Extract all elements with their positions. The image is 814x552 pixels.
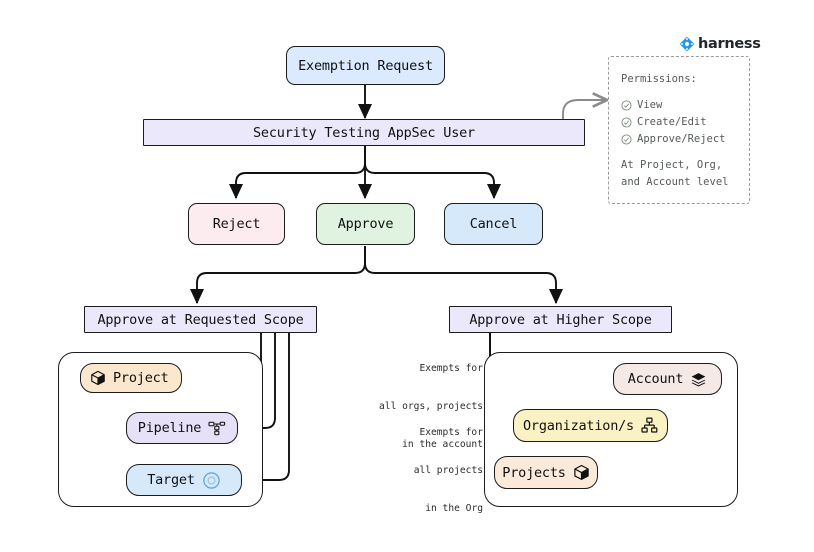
node-label: Approve xyxy=(337,216,394,232)
node-pipeline[interactable]: Pipeline xyxy=(126,412,238,444)
permission-label: Create/Edit xyxy=(637,116,707,128)
check-circle-icon xyxy=(621,117,632,128)
permissions-panel: Permissions: View Create/Edit xyxy=(608,56,750,204)
node-label: Approve at Requested Scope xyxy=(97,311,304,328)
node-label: Target xyxy=(147,472,195,488)
permission-item-approve-reject: Approve/Reject xyxy=(621,131,737,148)
node-label: Organization/s xyxy=(523,417,634,434)
node-label: Projects xyxy=(502,464,566,481)
cube-icon xyxy=(573,464,590,481)
node-exemption-request[interactable]: Exemption Request xyxy=(286,46,445,85)
node-label: Approve at Higher Scope xyxy=(469,311,652,328)
node-cancel[interactable]: Cancel xyxy=(444,203,543,245)
edge-label-account-exempts: Exempts for all orgs, projects in the ac… xyxy=(355,338,483,477)
node-label: Pipeline xyxy=(137,420,202,436)
node-appsec-user[interactable]: Security Testing AppSec User xyxy=(143,119,585,146)
check-circle-icon xyxy=(621,100,632,111)
pipeline-icon xyxy=(208,420,226,436)
node-approve-requested-scope[interactable]: Approve at Requested Scope xyxy=(84,306,317,333)
node-approve-higher-scope[interactable]: Approve at Higher Scope xyxy=(449,306,672,333)
orgchart-icon xyxy=(641,417,658,434)
edge-label-line: in the Org xyxy=(425,502,483,514)
node-approve[interactable]: Approve xyxy=(316,203,415,245)
node-target[interactable]: Target xyxy=(126,464,242,496)
harness-diamond-icon xyxy=(679,36,695,52)
node-account[interactable]: Account xyxy=(613,363,722,395)
node-organizations[interactable]: Organization/s xyxy=(513,409,668,442)
layers-icon xyxy=(690,371,707,388)
edge-label-line: in the account xyxy=(402,438,483,450)
permission-item-view: View xyxy=(621,97,737,114)
edge-label-line: Exempts for xyxy=(419,363,483,375)
permissions-title: Permissions: xyxy=(621,73,697,85)
edge-label-org-exempts: Exempts for all projects in the Org xyxy=(355,402,483,541)
permissions-footer-line2: and Account level xyxy=(621,176,729,188)
node-label: Account xyxy=(627,371,684,387)
node-label: Cancel xyxy=(469,216,518,232)
permissions-footer-line1: At Project, Org, xyxy=(621,159,723,171)
node-projects[interactable]: Projects xyxy=(494,456,598,489)
edge-label-line: all orgs, projects xyxy=(379,400,483,412)
node-label: Exemption Request xyxy=(298,57,433,74)
brand-logo: harness xyxy=(679,36,761,52)
brand-name: harness xyxy=(698,36,761,52)
node-label: Security Testing AppSec User xyxy=(253,124,475,141)
check-circle-icon xyxy=(621,134,632,145)
node-reject[interactable]: Reject xyxy=(188,203,285,245)
cube-icon xyxy=(90,370,106,386)
edge-label-line: Exempts for xyxy=(419,427,483,439)
node-label: Reject xyxy=(212,216,261,232)
permission-item-create-edit: Create/Edit xyxy=(621,114,737,131)
node-label: Project xyxy=(113,370,169,386)
permission-label: View xyxy=(637,99,663,111)
permission-label: Approve/Reject xyxy=(637,133,726,145)
node-project[interactable]: Project xyxy=(80,363,182,393)
target-icon xyxy=(202,471,221,490)
edge-label-line: all projects xyxy=(413,464,483,476)
